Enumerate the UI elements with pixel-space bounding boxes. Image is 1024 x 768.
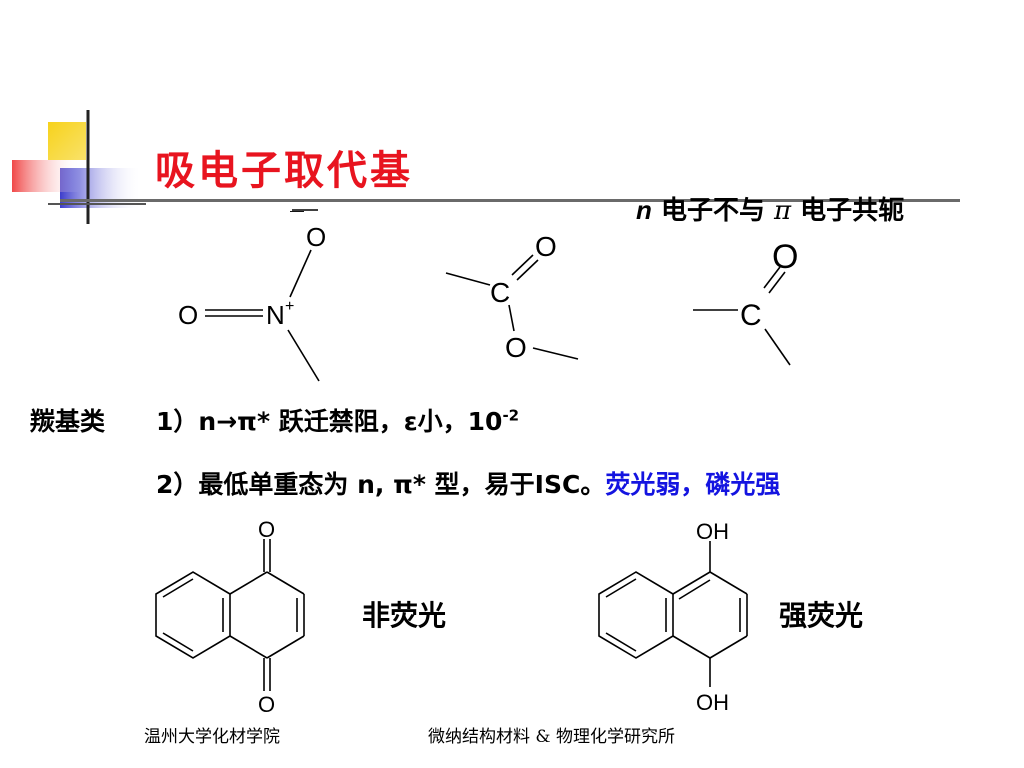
strong-fluorescent-label: 强荧光 [779, 599, 864, 632]
item1-arrow: → [216, 407, 238, 436]
item1-small-text: 小，10 [417, 407, 503, 436]
note-pi: π [774, 196, 792, 226]
item2-pi: π [393, 470, 413, 499]
item1-star-text: * 跃迁禁阻， [256, 407, 404, 436]
nitro-minus: — [290, 205, 304, 218]
note-text2: 电子共轭 [791, 196, 905, 226]
ester-group [445, 254, 579, 360]
ester-O-single: O [505, 332, 527, 363]
item2-highlight: 荧光弱，磷光强 [605, 470, 781, 499]
corner-yellow-square [48, 122, 86, 160]
naphthalenediol [598, 541, 748, 687]
carbonyl-item-2: 2）最低单重态为 n, π* 型，易于ISC。荧光弱，磷光强 [156, 465, 780, 501]
diol-OH-bottom: OH [696, 690, 729, 715]
item2-prefix: 2）最低单重态为 n, [156, 470, 394, 499]
title-underline [60, 199, 960, 202]
nitro-N: N [266, 300, 285, 330]
item1-pi: π [237, 407, 257, 436]
ester-C: C [490, 277, 510, 308]
nitro-charge: + [285, 298, 294, 315]
item2-rest: * 型，易于ISC。 [412, 470, 606, 499]
diol-OH-top: OH [696, 519, 729, 544]
quinone-O-top: O [258, 517, 275, 542]
note-text1: 电子不与 [651, 196, 774, 226]
footer-left: 温州大学化材学院 [144, 727, 280, 747]
nitro-O-top: O [306, 222, 326, 252]
carbonyl-item-1: 1）n→π* 跃迁禁阻，ε小，10-2 [156, 402, 519, 438]
nitro-O-left: O [178, 300, 198, 330]
ketone-C: C [740, 299, 762, 332]
note-n: n [636, 195, 652, 225]
conjugation-note: n 电子不与 π 电子共轭 [636, 190, 904, 227]
ketone-O-dbl: O [772, 238, 798, 276]
item1-exponent: -2 [502, 406, 520, 425]
corner-red-block [12, 160, 80, 192]
quinone-O-bottom: O [258, 692, 275, 717]
nitro-group [205, 209, 320, 382]
ester-O-dbl: O [535, 231, 557, 262]
carbonyl-category: 羰基类 [30, 407, 106, 436]
ketone-group [693, 266, 791, 366]
naphthoquinone [155, 539, 305, 691]
item1-epsilon: ε [403, 407, 418, 436]
corner-decoration [0, 100, 150, 230]
bottom-structures-diagram: O O OH OH [155, 517, 748, 717]
footer-right: 微纳结构材料 & 物理化学研究所 [428, 727, 675, 747]
top-structures-diagram: — O O N + O C O O C [178, 205, 798, 382]
non-fluorescent-label: 非荧光 [362, 599, 447, 632]
item1-prefix: 1）n [156, 407, 217, 436]
slide-title: 吸电子取代基 [155, 147, 413, 194]
